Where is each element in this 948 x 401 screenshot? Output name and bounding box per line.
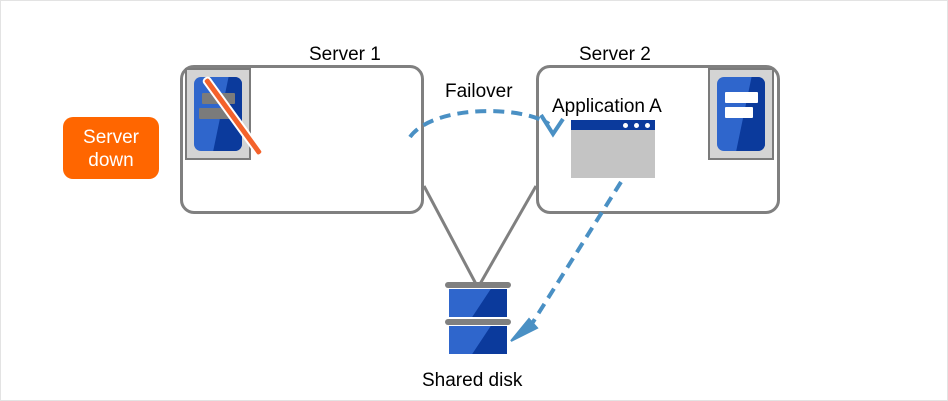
server-bar-2b bbox=[724, 106, 753, 118]
server-tower-body-2 bbox=[717, 77, 765, 151]
shared-disk-label: Shared disk bbox=[422, 370, 523, 391]
server-bar-2 bbox=[198, 108, 233, 120]
server-1-title: Server 1 bbox=[309, 44, 381, 65]
application-a-label: Application A bbox=[552, 96, 662, 117]
link-server2-to-disk bbox=[478, 185, 538, 285]
disk-access-arrowhead-icon bbox=[510, 317, 539, 342]
window-dot-3 bbox=[645, 123, 650, 128]
server-down-badge: Server down bbox=[63, 117, 159, 179]
failover-label: Failover bbox=[445, 81, 513, 102]
server-tower-down-icon bbox=[185, 68, 265, 160]
shared-disk-icon bbox=[445, 282, 511, 358]
status-badge-line-1: Server bbox=[83, 126, 139, 148]
disk-cap-2 bbox=[445, 319, 511, 325]
server-bar-1b bbox=[724, 91, 759, 103]
status-badge-line-2: down bbox=[88, 149, 134, 171]
disk-cap-1 bbox=[445, 282, 511, 288]
failover-arrow-curve bbox=[408, 109, 551, 139]
server-2-title: Server 2 bbox=[579, 44, 651, 65]
window-titlebar bbox=[571, 120, 655, 130]
disk-platter-1 bbox=[449, 289, 507, 317]
link-server1-to-disk bbox=[422, 185, 478, 285]
server-tower-icon bbox=[708, 68, 774, 160]
application-a-window bbox=[571, 120, 655, 178]
window-dot-2 bbox=[634, 123, 639, 128]
disk-platter-2 bbox=[449, 326, 507, 354]
window-dot-1 bbox=[623, 123, 628, 128]
